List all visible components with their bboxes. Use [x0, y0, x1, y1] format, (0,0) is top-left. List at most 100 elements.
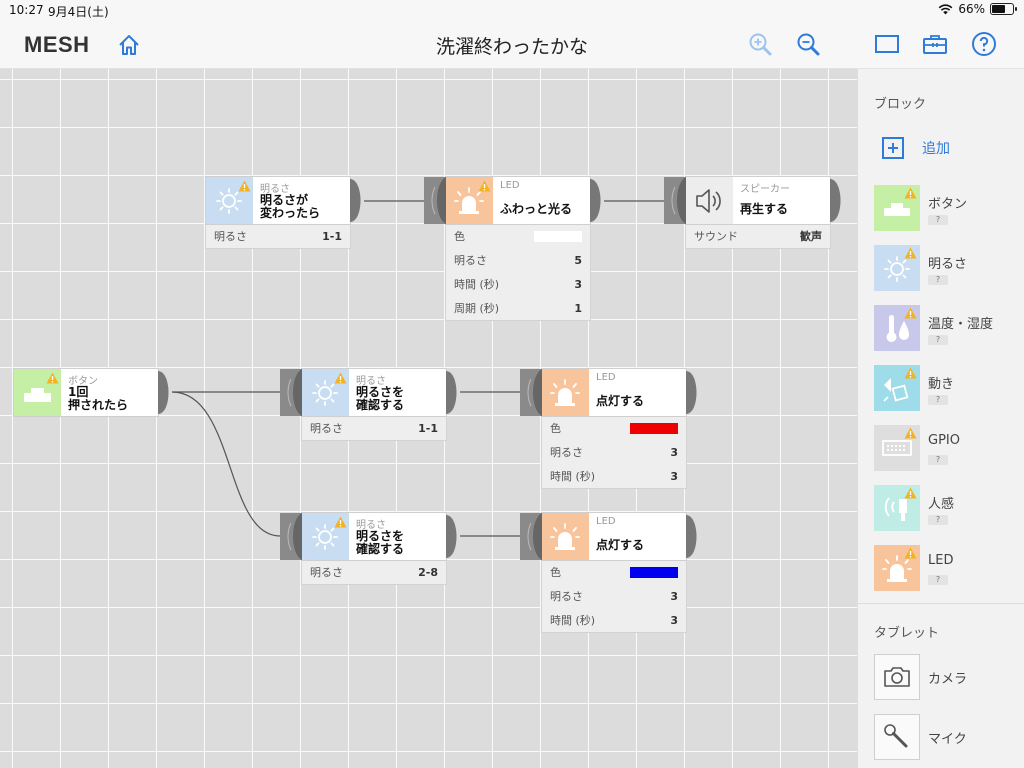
warning-icon: [904, 427, 917, 439]
palette-item-led[interactable]: LED ?: [874, 545, 1014, 593]
palette-item-camera[interactable]: カメラ: [874, 654, 1014, 702]
zoom-in-icon[interactable]: [747, 31, 773, 57]
property-value: 5: [574, 253, 582, 267]
palette-item-presence[interactable]: 人感 ?: [874, 485, 1014, 533]
property-row[interactable]: 時間 (秒)3: [550, 608, 678, 632]
zoom-out-icon[interactable]: [795, 31, 821, 57]
block-header: LED ふわっと光る: [424, 177, 601, 224]
palette-item-label: 動き: [928, 377, 955, 392]
output-port[interactable]: [830, 177, 844, 224]
output-port[interactable]: [686, 513, 700, 560]
output-port[interactable]: [446, 369, 460, 416]
add-block-button[interactable]: 追加: [882, 137, 950, 159]
output-port[interactable]: [350, 177, 364, 224]
block-properties[interactable]: サウンド歓声: [686, 224, 830, 248]
property-label: 明るさ: [550, 590, 583, 603]
status-badge: ?: [928, 275, 948, 285]
color-swatch[interactable]: [534, 230, 582, 242]
output-port[interactable]: [446, 513, 460, 560]
property-row-color[interactable]: 色: [550, 560, 678, 584]
status-badge: ?: [928, 575, 948, 585]
tablet-item-label: マイク: [928, 732, 967, 747]
status-badge: ?: [928, 335, 948, 345]
status-bar: 10:27 9月4日(土) 66%: [0, 0, 1024, 20]
property-row[interactable]: 周期 (秒)1: [454, 296, 582, 320]
warning-icon: [904, 247, 917, 259]
help-icon[interactable]: [971, 31, 997, 57]
status-badge: ?: [928, 515, 948, 525]
output-port[interactable]: [686, 369, 700, 416]
block-speaker-play[interactable]: スピーカー 再生する サウンド歓声: [664, 177, 841, 248]
palette-item-temp-humidity[interactable]: 温度・湿度 ?: [874, 305, 1014, 353]
property-label: 時間 (秒): [550, 470, 596, 483]
warning-icon: [478, 180, 491, 192]
wire-btn1-light3: [171, 391, 281, 537]
property-value: 3: [670, 469, 678, 483]
input-port[interactable]: [280, 513, 302, 560]
input-port[interactable]: [520, 369, 542, 416]
speaker-icon: [686, 177, 733, 224]
brightness-sensor-icon: [874, 245, 920, 291]
block-header: ボタン 1回 押されたら: [14, 369, 169, 416]
input-port[interactable]: [280, 369, 302, 416]
property-label: 明るさ: [310, 566, 343, 579]
block-name: 点灯する: [596, 538, 645, 552]
palette-item-button[interactable]: ボタン ?: [874, 185, 1014, 233]
input-port[interactable]: [664, 177, 686, 224]
block-button-pressed[interactable]: ボタン 1回 押されたら: [14, 369, 169, 416]
status-time: 10:27: [9, 3, 44, 17]
output-port[interactable]: [590, 177, 604, 224]
status-badge: ?: [928, 395, 948, 405]
output-port[interactable]: [158, 369, 172, 416]
block-name: ふわっと光る: [500, 202, 573, 216]
palette-item-mic[interactable]: マイク: [874, 714, 1014, 762]
input-port[interactable]: [520, 513, 542, 560]
color-swatch[interactable]: [630, 566, 678, 578]
gpio-icon: [874, 425, 920, 471]
palette-item-motion[interactable]: 動き ?: [874, 365, 1014, 413]
block-name: 明るさを 確認する: [356, 529, 405, 556]
property-row-color[interactable]: 色: [454, 224, 582, 248]
property-row[interactable]: サウンド歓声: [694, 224, 822, 248]
property-row[interactable]: 時間 (秒) 3: [550, 464, 678, 488]
palette-item-brightness[interactable]: 明るさ ?: [874, 245, 1014, 293]
toolbox-icon[interactable]: [922, 31, 948, 57]
property-row-color[interactable]: 色: [550, 416, 678, 440]
property-row[interactable]: 時間 (秒)3: [454, 272, 582, 296]
input-port[interactable]: [424, 177, 446, 224]
motion-icon: [874, 365, 920, 411]
property-value: 1-1: [418, 421, 438, 435]
block-header: 明るさ 明るさを 確認する: [280, 513, 457, 560]
warning-icon: [46, 372, 59, 384]
color-swatch[interactable]: [630, 422, 678, 434]
app-header: MESH 洗濯終わったかな: [0, 20, 1024, 69]
property-label: 周期 (秒): [454, 302, 500, 315]
battery-icon: [990, 3, 1017, 15]
brightness-sensor-icon: [302, 369, 349, 416]
home-icon[interactable]: [116, 32, 142, 58]
block-name: 再生する: [740, 202, 789, 216]
palette-item-gpio[interactable]: GPIO ?: [874, 425, 1014, 473]
canvas-view-icon[interactable]: [874, 31, 900, 57]
led-icon: [874, 545, 920, 591]
block-header: 明るさ 明るさが 変わったら: [206, 177, 361, 224]
